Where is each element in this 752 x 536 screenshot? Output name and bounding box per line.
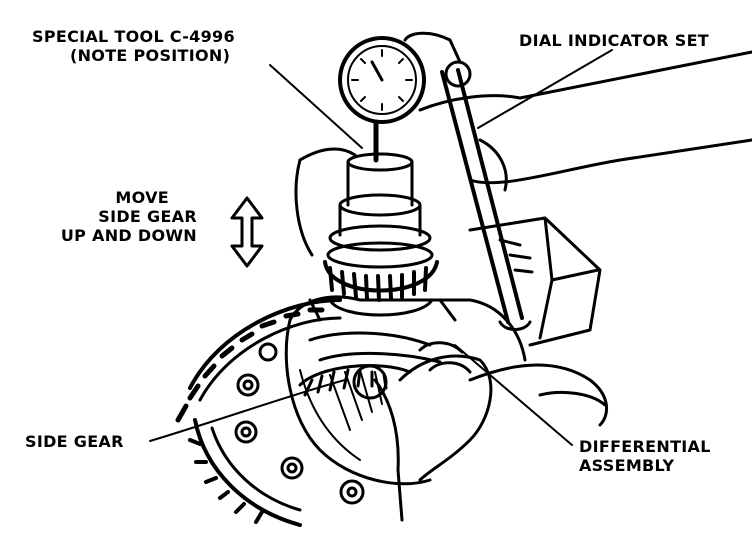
differential-label-line2: ASSEMBLY bbox=[579, 456, 675, 475]
dial-indicator-label: DIAL INDICATOR SET bbox=[519, 31, 710, 50]
differential-assembly-label: DIFFERENTIAL ASSEMBLY bbox=[579, 437, 711, 475]
special-tool bbox=[308, 152, 457, 322]
differential-label-line1: DIFFERENTIAL bbox=[579, 437, 711, 456]
special-tool-label: SPECIAL TOOL C-4996 (NOTE POSITION) bbox=[32, 27, 235, 65]
base-block bbox=[468, 216, 602, 347]
differential-case bbox=[284, 295, 527, 486]
special-tool-label-line2: (NOTE POSITION) bbox=[70, 46, 231, 65]
side-gear-label: SIDE GEAR bbox=[25, 432, 124, 451]
move-side-gear-label: MOVE SIDE GEAR UP AND DOWN bbox=[12, 188, 197, 245]
move-label-line1: MOVE bbox=[115, 188, 169, 207]
hands bbox=[294, 50, 752, 522]
move-label-line3: UP AND DOWN bbox=[60, 226, 197, 245]
side-gear bbox=[298, 364, 412, 400]
up-down-arrow-icon bbox=[230, 196, 264, 268]
special-tool-label-line1: SPECIAL TOOL C-4996 bbox=[32, 27, 235, 46]
dial-indicator bbox=[338, 31, 532, 331]
move-label-line2: SIDE GEAR bbox=[98, 207, 197, 226]
leader-lines bbox=[149, 49, 613, 446]
ring-gear-bolts bbox=[234, 342, 365, 505]
